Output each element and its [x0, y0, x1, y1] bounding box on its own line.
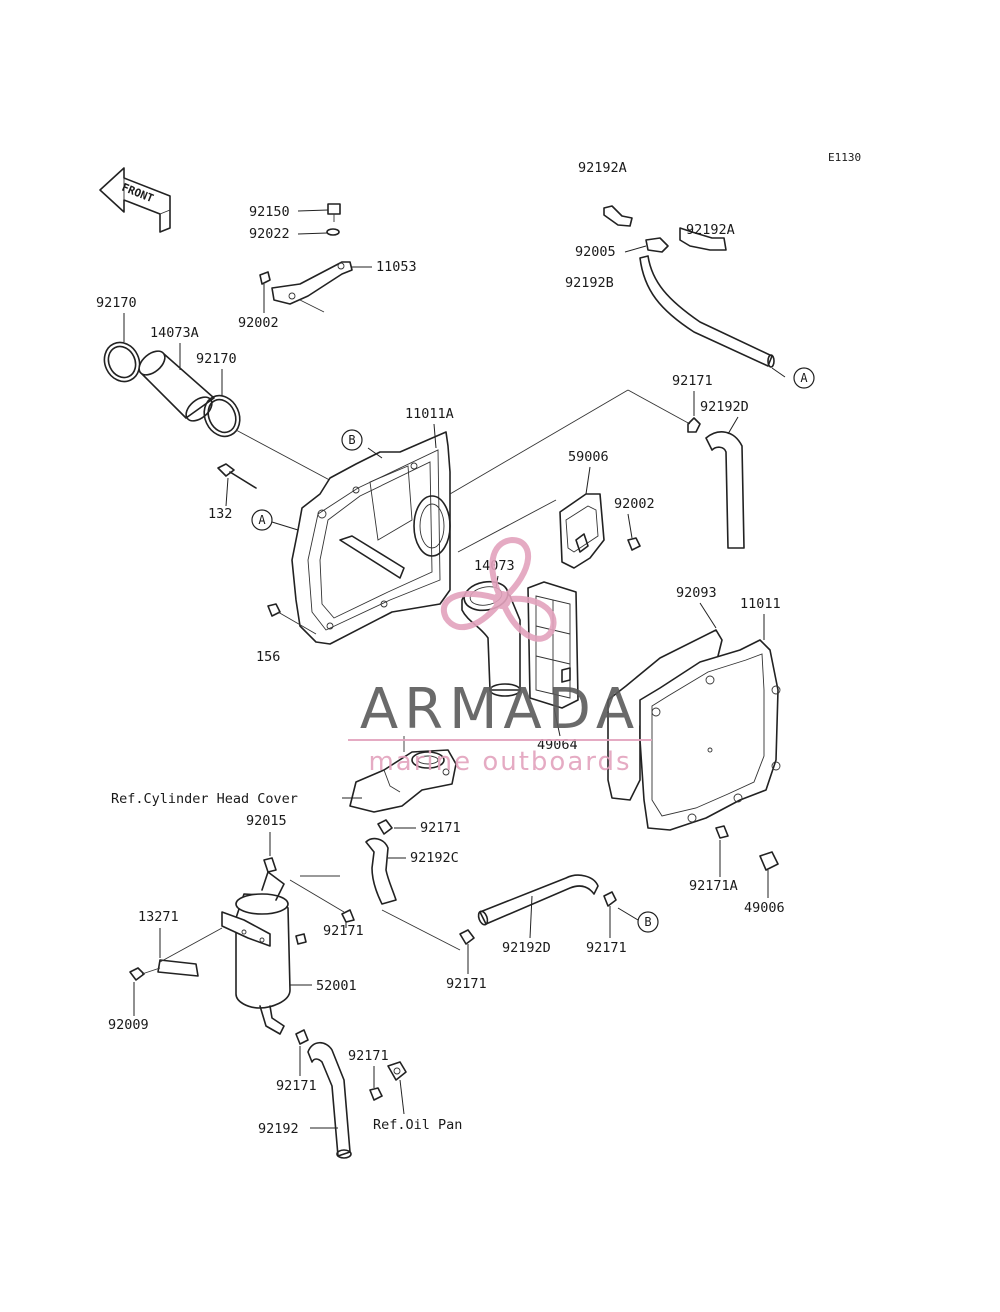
callout-b-case-label: B: [348, 433, 355, 447]
label-132: 132: [208, 506, 232, 522]
air-cleaner-cover-11011: [607, 629, 781, 831]
label-92171-tank: 92171: [323, 923, 364, 939]
head-cover-adapter: [349, 749, 457, 813]
label-92171-top: 92171: [672, 373, 713, 389]
hose-92192D-lower: [381, 874, 617, 951]
label-92171-oil: 92171: [348, 1048, 389, 1064]
label-11011A: 11011A: [405, 406, 454, 422]
callout-b-bottom: [637, 911, 659, 933]
front-arrow-icon: FRONT: [99, 167, 171, 233]
bolt-156: [267, 603, 317, 635]
label-92150: 92150: [249, 204, 290, 220]
label-92093: 92093: [676, 585, 717, 601]
label-11053: 11053: [376, 259, 417, 275]
label-92192A-right: 92192A: [686, 222, 735, 238]
label-92022: 92022: [249, 226, 290, 242]
callout-a-top: [793, 367, 815, 389]
callout-a-case: [251, 509, 273, 531]
label-92171A: 92171A: [689, 878, 738, 894]
label-92170-right: 92170: [196, 351, 237, 367]
label-52001: 52001: [316, 978, 357, 994]
watermark-tagline: marine outboards: [368, 747, 631, 777]
hose-92192C: [365, 819, 397, 905]
label-49006: 49006: [744, 900, 785, 916]
label-92171-low: 92171: [276, 1078, 317, 1094]
label-92002-bracket: 92002: [238, 315, 279, 331]
label-92192C: 92192C: [410, 850, 459, 866]
label-92192: 92192: [258, 1121, 299, 1137]
bolt-132: [217, 463, 257, 489]
breather-hose-assembly: [603, 205, 775, 368]
label-92192A-top: 92192A: [578, 160, 627, 176]
label-92002-cover: 92002: [614, 496, 655, 512]
label-92009: 92009: [108, 1017, 149, 1033]
armada-watermark-logo: ARMADA marine outboards: [348, 536, 652, 777]
propeller-icon: [441, 536, 557, 642]
callout-b-case: [341, 429, 363, 451]
bracket-13271: [129, 927, 223, 981]
cap-49006: [759, 851, 779, 871]
diagram-code: E1130: [828, 151, 861, 164]
callout-a-top-label: A: [800, 371, 808, 385]
label-92171-hose: 92171: [446, 976, 487, 992]
label-92015: 92015: [246, 813, 287, 829]
callout-a-case-label: A: [258, 513, 266, 527]
clamp-92171A: [715, 825, 729, 839]
label-92170-left: 92170: [96, 295, 137, 311]
label-92171-mid: 92171: [420, 820, 461, 836]
label-14073A: 14073A: [150, 325, 199, 341]
callout-b-bottom-label: B: [644, 915, 651, 929]
label-92171-b: 92171: [586, 940, 627, 956]
label-92005: 92005: [575, 244, 616, 260]
intake-duct-14073A: [103, 341, 353, 493]
label-11011: 11011: [740, 596, 781, 612]
label-156: 156: [256, 649, 280, 665]
watermark-brand: ARMADA: [360, 677, 640, 742]
label-59006: 59006: [568, 449, 609, 465]
ref-oil-pan: Ref.Oil Pan: [373, 1117, 462, 1133]
label-92192D-top: 92192D: [700, 399, 749, 415]
label-92192B: 92192B: [565, 275, 614, 291]
air-cleaner-case-11011A: [291, 431, 451, 645]
cover-59006: [559, 493, 641, 569]
label-13271: 13271: [138, 909, 179, 925]
label-92192D-bottom: 92192D: [502, 940, 551, 956]
hose-92192D-upper: [687, 417, 745, 549]
hose-92192: [295, 1029, 407, 1159]
bracket-11053: [259, 203, 353, 313]
ref-cylinder-head-cover: Ref.Cylinder Head Cover: [111, 791, 298, 807]
oil-separator-52001: [221, 857, 355, 1035]
filter-element-49064: [527, 581, 579, 709]
